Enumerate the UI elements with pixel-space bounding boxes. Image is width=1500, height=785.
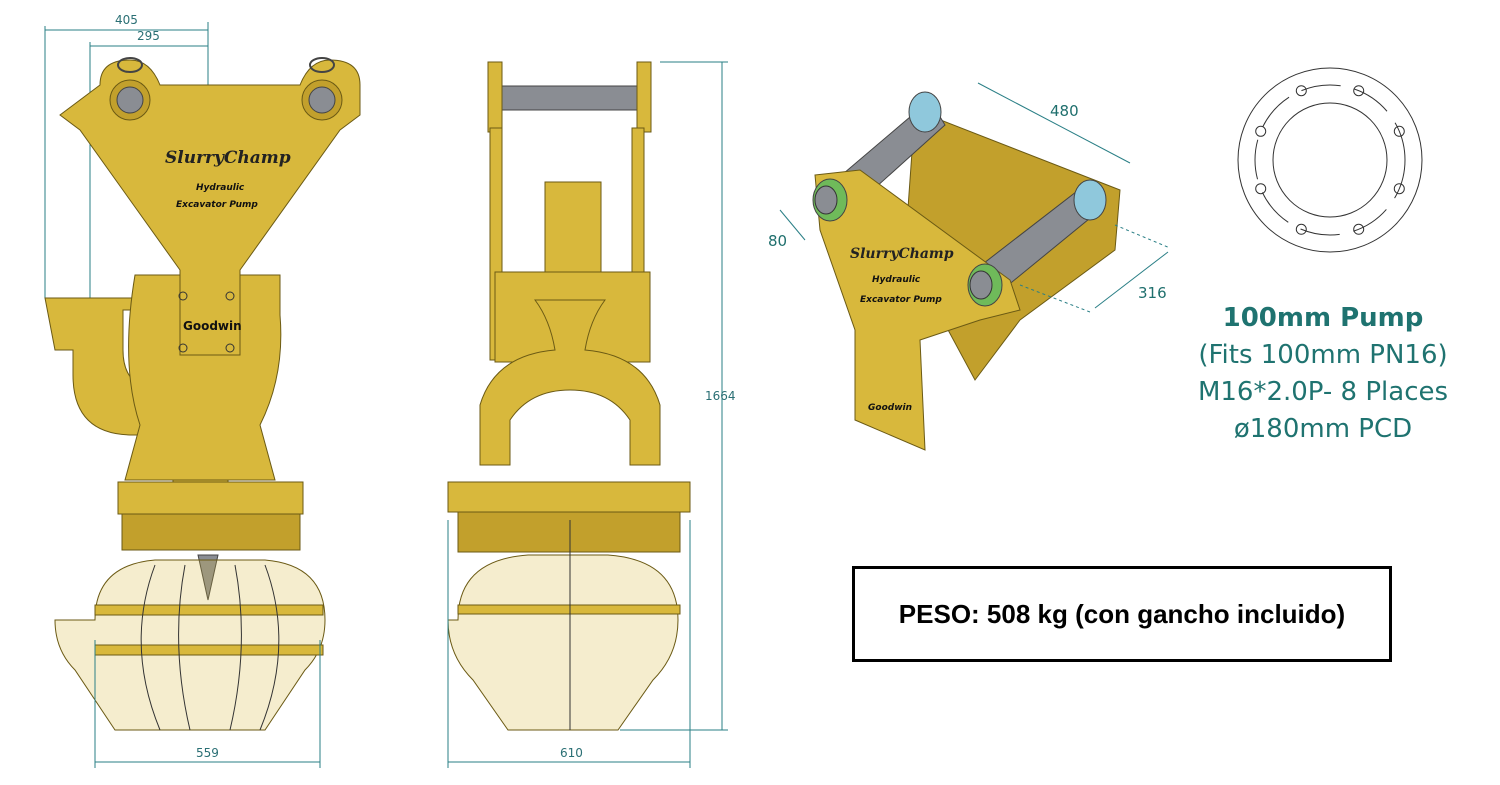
bolt-hole bbox=[1255, 183, 1267, 195]
hanger-plate bbox=[59, 59, 361, 356]
side-view: 1664 610 bbox=[447, 61, 736, 768]
logo-line2: Excavator Pump bbox=[860, 295, 942, 305]
front-plate bbox=[814, 169, 1021, 451]
dimension-1664: 1664 bbox=[620, 61, 736, 731]
flange-spec-line: ø180mm PCD bbox=[1233, 414, 1413, 444]
pin-boss-left bbox=[487, 61, 503, 133]
bolt-hole bbox=[1255, 125, 1267, 137]
dim-label-480: 480 bbox=[1050, 102, 1079, 120]
dim-label-405: 405 bbox=[115, 13, 138, 27]
maker-logo: Goodwin bbox=[183, 319, 242, 333]
front-view: 405 295 SlurryChamp Hydraulic Excavator … bbox=[44, 13, 361, 768]
pin-end bbox=[969, 270, 993, 300]
dim-label-295: 295 bbox=[137, 29, 160, 43]
lynch-pin-ring-right bbox=[309, 57, 335, 73]
bolt-hole bbox=[178, 291, 188, 301]
volute-flange bbox=[447, 481, 691, 513]
flange-bore bbox=[1272, 102, 1388, 218]
cage-ribs bbox=[140, 564, 280, 731]
bolt-hole bbox=[1353, 85, 1365, 97]
flange-spec-line: M16*2.0P- 8 Places bbox=[1197, 377, 1449, 407]
lynch-pin-ring-left bbox=[117, 57, 143, 73]
pin-collar bbox=[1073, 179, 1107, 221]
dimension-316: 316 bbox=[1019, 224, 1171, 313]
dim-label-80: 80 bbox=[768, 232, 787, 250]
pin-right bbox=[308, 86, 336, 114]
bolt-hole bbox=[1295, 223, 1307, 235]
bolt-hole bbox=[225, 343, 235, 353]
bolt-hole bbox=[1295, 85, 1307, 97]
dimension-610: 610 bbox=[447, 520, 691, 768]
top-pin bbox=[499, 85, 641, 111]
cage-band-upper bbox=[94, 604, 324, 616]
pitch-circle bbox=[1254, 84, 1406, 236]
dim-label-559: 559 bbox=[196, 746, 219, 760]
flange-outer bbox=[1237, 67, 1423, 253]
logo-line1: Hydraulic bbox=[872, 275, 921, 285]
pin-boss-right bbox=[636, 61, 652, 133]
logo-line1: Hydraulic bbox=[196, 183, 245, 193]
weight-note: PESO: 508 kg (con gancho incluido) bbox=[898, 598, 1346, 629]
weight-note-box: PESO: 508 kg (con gancho incluido) bbox=[852, 566, 1392, 662]
bolt-hole bbox=[1353, 223, 1365, 235]
brand-logo: SlurryChamp bbox=[165, 148, 291, 168]
dimension-480: 480 bbox=[977, 82, 1131, 164]
agitator bbox=[197, 554, 219, 601]
volute bbox=[457, 511, 681, 553]
dimension-80: 80 bbox=[768, 209, 806, 250]
bolt-hole bbox=[1393, 183, 1405, 195]
volute-flange bbox=[117, 481, 304, 515]
cage-band-lower bbox=[94, 644, 324, 656]
strainer-cage bbox=[447, 554, 679, 731]
dim-label-1664: 1664 bbox=[705, 389, 736, 403]
bolt-hole bbox=[178, 343, 188, 353]
pin-collar bbox=[908, 91, 942, 133]
volute bbox=[121, 513, 301, 551]
dim-label-610: 610 bbox=[560, 746, 583, 760]
logo-line2: Excavator Pump bbox=[176, 200, 258, 210]
cage-band bbox=[457, 604, 681, 615]
dim-label-316: 316 bbox=[1138, 284, 1167, 302]
pump-body-upper bbox=[124, 274, 282, 481]
bolt-hole bbox=[225, 291, 235, 301]
hydraulic-motor bbox=[544, 181, 602, 273]
pin-end bbox=[814, 185, 838, 215]
maker-logo: Goodwin bbox=[868, 403, 912, 413]
flange-drawing bbox=[1237, 67, 1423, 253]
bolt-hole bbox=[1393, 125, 1405, 137]
dimension-295: 295 bbox=[89, 29, 208, 298]
flange-spec: 100mm Pump (Fits 100mm PN16) M16*2.0P- 8… bbox=[1170, 300, 1476, 448]
pin-left bbox=[116, 86, 144, 114]
dimension-559: 559 bbox=[94, 640, 321, 768]
discharge-manifold bbox=[479, 299, 661, 466]
isometric-view: SlurryChamp Hydraulic Excavator Pump Goo… bbox=[768, 82, 1171, 451]
flange-title: 100mm Pump bbox=[1222, 303, 1424, 333]
flange-spec-line: (Fits 100mm PN16) bbox=[1198, 340, 1448, 370]
brand-logo: SlurryChamp bbox=[850, 246, 954, 262]
